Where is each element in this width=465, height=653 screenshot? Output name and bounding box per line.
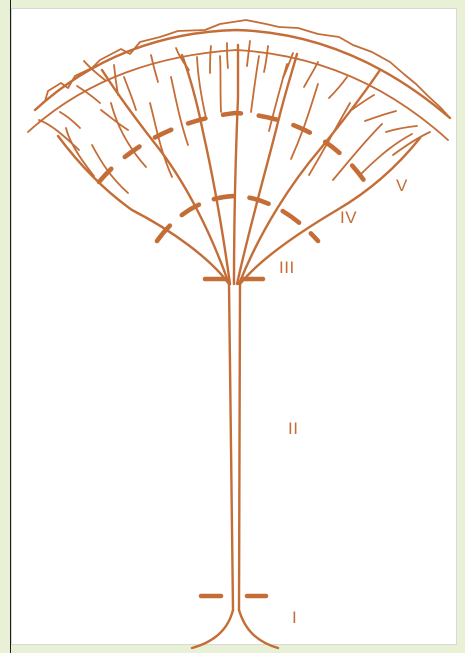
trunk-left bbox=[229, 284, 233, 610]
twig-5 bbox=[176, 48, 189, 70]
branch-sub-9 bbox=[251, 56, 259, 112]
branch-right-center bbox=[237, 54, 297, 284]
canopy-scallops bbox=[35, 20, 450, 118]
branch-sub-6 bbox=[171, 77, 188, 145]
trunk-right bbox=[239, 284, 240, 610]
twig-4 bbox=[151, 55, 158, 82]
twig-8 bbox=[247, 41, 250, 66]
zone-label-iii: III bbox=[279, 259, 295, 276]
twig-16 bbox=[60, 112, 80, 128]
branch-sub-4 bbox=[111, 103, 146, 167]
branch-center bbox=[234, 45, 238, 284]
twig-7 bbox=[227, 43, 228, 68]
twig-14 bbox=[365, 111, 396, 121]
branch-sub-8 bbox=[220, 56, 221, 112]
branch-far-left bbox=[58, 136, 229, 284]
twig-6 bbox=[210, 46, 211, 73]
zone-boundary-middle bbox=[157, 196, 318, 241]
root-left bbox=[192, 610, 233, 648]
branch-left-center bbox=[182, 55, 230, 284]
twig-12 bbox=[329, 77, 347, 98]
twig-13 bbox=[350, 95, 374, 111]
zone-label-i: I bbox=[292, 609, 297, 626]
branch-sub-12 bbox=[309, 103, 350, 175]
branch-left bbox=[102, 70, 229, 284]
twig-9 bbox=[264, 46, 268, 72]
branch-sub-11 bbox=[291, 84, 318, 159]
zone-label-ii: II bbox=[288, 420, 298, 437]
zone-label-v: V bbox=[396, 177, 408, 194]
twig-15 bbox=[386, 126, 417, 132]
twig-11 bbox=[304, 62, 318, 87]
branch-sub-15 bbox=[393, 132, 430, 155]
root-right bbox=[239, 610, 278, 648]
zone-label-iv: IV bbox=[340, 209, 357, 226]
